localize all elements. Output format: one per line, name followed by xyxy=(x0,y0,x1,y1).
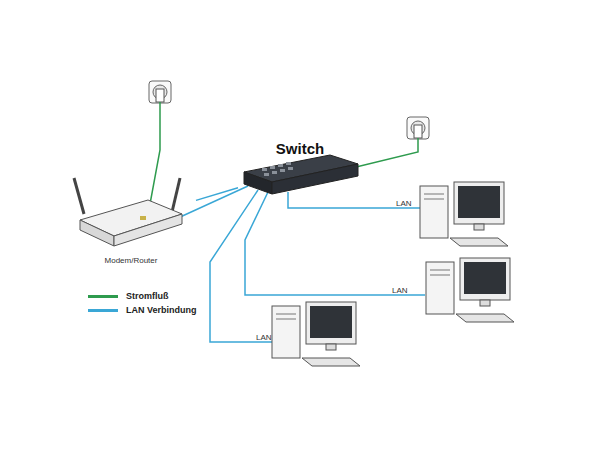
power-outlet xyxy=(149,81,171,103)
lan-connector xyxy=(196,188,238,201)
switch-port xyxy=(280,169,285,172)
lan-line xyxy=(245,192,425,295)
legend-text: Stromfluß xyxy=(126,291,169,301)
switch-port xyxy=(264,173,269,176)
computer-symbol xyxy=(426,258,514,322)
power-outlet xyxy=(407,117,429,139)
switch-ports xyxy=(262,162,293,176)
power-line xyxy=(150,102,160,204)
computer-symbol xyxy=(272,302,360,366)
switch-port xyxy=(272,171,277,174)
switch-port xyxy=(288,167,293,170)
lan-line xyxy=(210,190,272,342)
legend-text: LAN Verbindung xyxy=(126,305,197,315)
switch-port xyxy=(262,168,267,171)
switch-front xyxy=(272,164,358,194)
device-node: Modem/Router xyxy=(66,172,196,268)
antenna xyxy=(172,178,180,212)
router-port xyxy=(140,216,146,220)
router-side xyxy=(80,220,114,246)
device-label: Modem/Router xyxy=(66,256,196,265)
legend-swatch xyxy=(88,309,118,312)
computer-symbol xyxy=(420,182,508,246)
device-label: Switch xyxy=(238,140,362,157)
device-node: Switch xyxy=(238,140,362,198)
connection-label: LAN xyxy=(256,333,272,342)
legend-row: LAN Verbindung xyxy=(88,305,197,315)
switch-port xyxy=(286,162,291,165)
power-line xyxy=(352,138,418,168)
antenna xyxy=(74,178,84,214)
legend-swatch xyxy=(88,295,118,298)
connection-label: LAN xyxy=(396,199,412,208)
connection-label: LAN xyxy=(392,286,408,295)
router-front xyxy=(114,214,182,246)
legend-row: Stromfluß xyxy=(88,291,169,301)
lan-line xyxy=(288,192,420,208)
switch-port xyxy=(270,166,275,169)
switch-port xyxy=(278,164,283,167)
lan-line xyxy=(178,186,248,218)
switch-side xyxy=(244,172,272,194)
